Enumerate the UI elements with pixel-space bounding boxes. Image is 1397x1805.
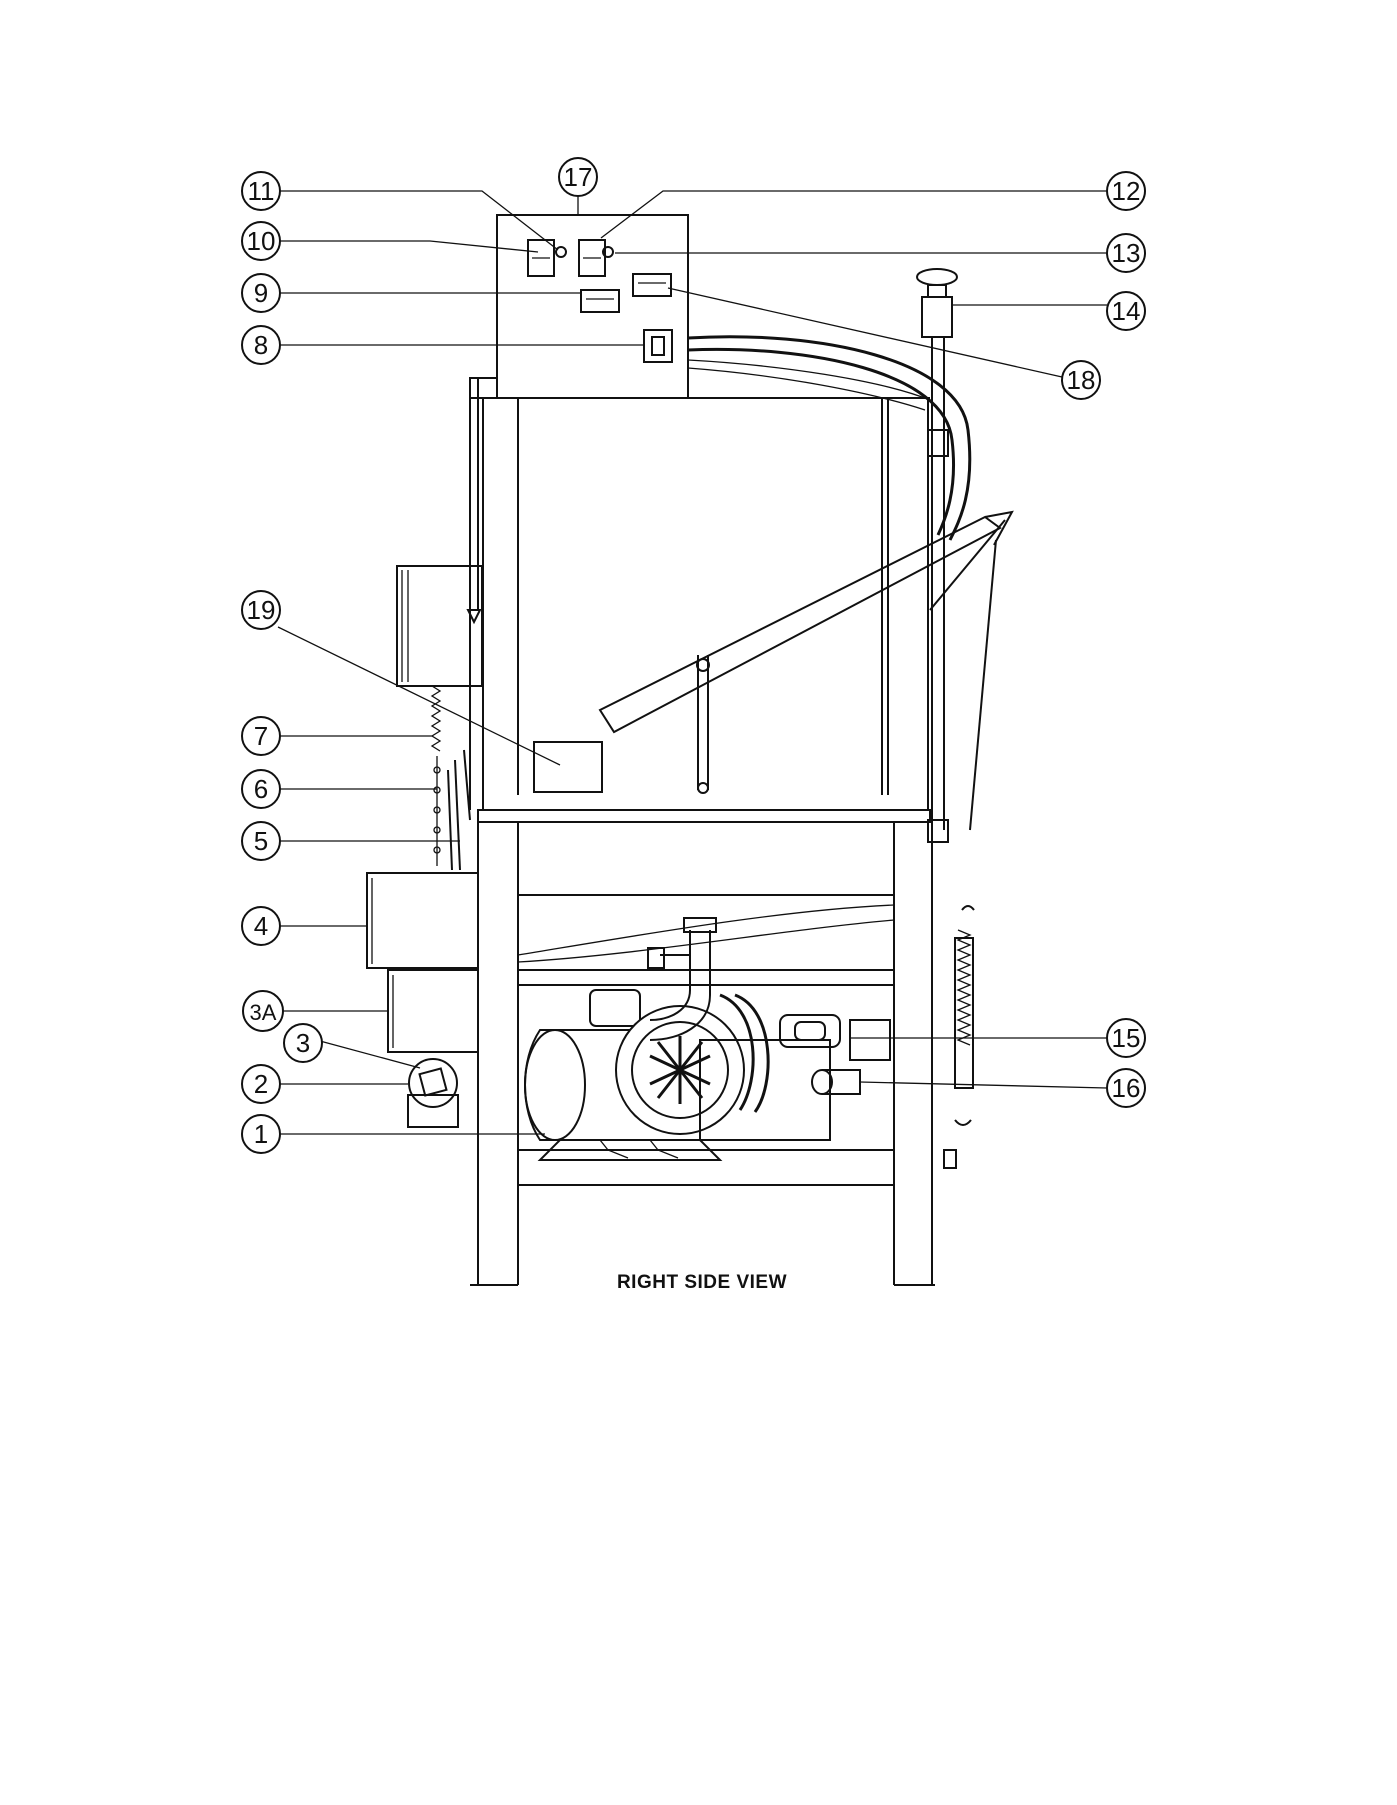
callout-19: 19 (242, 591, 280, 629)
svg-text:8: 8 (254, 330, 268, 360)
callout-5: 5 (242, 822, 280, 860)
callout-8: 8 (242, 326, 280, 364)
callout-9: 9 (242, 274, 280, 312)
callout-6: 6 (242, 770, 280, 808)
left-tank (367, 873, 478, 1127)
svg-text:12: 12 (1112, 176, 1141, 206)
vertical-rod (917, 269, 974, 1168)
callout-13: 13 (1107, 234, 1145, 272)
hood-lift-arm (600, 512, 1012, 830)
control-box (497, 215, 688, 398)
svg-text:4: 4 (254, 911, 268, 941)
callout-10: 10 (242, 222, 280, 260)
callout-7: 7 (242, 717, 280, 755)
upper-frame (397, 378, 930, 870)
svg-text:3: 3 (296, 1028, 310, 1058)
svg-text:10: 10 (247, 226, 276, 256)
machine-drawing (367, 215, 1012, 1285)
svg-text:9: 9 (254, 278, 268, 308)
callout-4: 4 (242, 907, 280, 945)
svg-text:1: 1 (254, 1119, 268, 1149)
svg-text:7: 7 (254, 721, 268, 751)
svg-text:6: 6 (254, 774, 268, 804)
svg-text:15: 15 (1112, 1023, 1141, 1053)
svg-text:11: 11 (248, 176, 275, 206)
callout-11: 11 (242, 172, 280, 210)
callout-15: 15 (1107, 1019, 1145, 1057)
callout-14: 14 (1107, 292, 1145, 330)
svg-text:18: 18 (1067, 365, 1096, 395)
svg-text:14: 14 (1112, 296, 1141, 326)
callout-3a: 3A (243, 991, 283, 1031)
callout-18: 18 (1062, 361, 1100, 399)
callout-17: 17 (559, 158, 597, 196)
callout-3: 3 (284, 1024, 322, 1062)
callout-1: 1 (242, 1115, 280, 1153)
pump-motor (525, 918, 890, 1160)
callout-12: 12 (1107, 172, 1145, 210)
callout-2: 2 (242, 1065, 280, 1103)
callout-16: 16 (1107, 1069, 1145, 1107)
svg-text:2: 2 (254, 1069, 268, 1099)
svg-text:5: 5 (254, 826, 268, 856)
svg-text:19: 19 (247, 595, 276, 625)
svg-text:3A: 3A (250, 1000, 277, 1025)
svg-text:13: 13 (1112, 238, 1141, 268)
svg-text:17: 17 (564, 162, 593, 192)
view-caption: RIGHT SIDE VIEW (617, 1272, 787, 1293)
svg-text:16: 16 (1112, 1073, 1141, 1103)
